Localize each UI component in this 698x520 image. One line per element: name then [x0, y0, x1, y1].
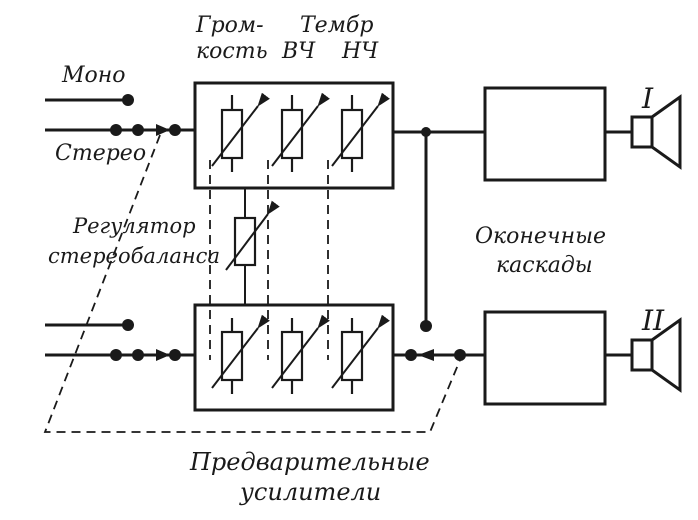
volume-label-line2: кость — [196, 39, 268, 64]
bottom-input-arrow — [156, 349, 170, 361]
preamp-block-top — [193, 81, 395, 190]
output-dots — [405, 127, 466, 361]
preamps-label-line2: усилители — [239, 478, 381, 506]
stereo-label: Стерео — [55, 141, 146, 166]
top-input-arrow — [156, 124, 170, 136]
speaker-bottom — [630, 317, 682, 393]
output-block-bottom — [483, 310, 607, 406]
bottom-input-dots — [110, 319, 181, 361]
speaker-1-label: I — [641, 82, 654, 115]
output-stages-label-line1: Оконечные — [475, 224, 606, 249]
bass-label: НЧ — [341, 39, 379, 64]
mono-label: Моно — [61, 63, 126, 88]
tone-title: Тембр — [300, 13, 373, 38]
top-input-dots — [110, 94, 181, 136]
output-block-top — [483, 86, 607, 182]
balance-label-line1: Регулятор — [72, 214, 196, 238]
resistor-wipers — [211, 92, 390, 389]
preamps-label-line1: Предварительные — [189, 448, 430, 476]
output-connections — [393, 130, 632, 357]
bottom-output-arrow — [418, 349, 434, 361]
speaker-2-label: II — [641, 304, 665, 337]
volume-label-line1: Гром- — [195, 13, 264, 38]
gang-linkage — [43, 134, 461, 433]
balance-label-line2: стереобаланса — [48, 244, 220, 268]
treble-label: ВЧ — [281, 39, 316, 64]
output-stages-label-line2: каскады — [496, 253, 593, 278]
speaker-top — [630, 94, 682, 170]
preamp-block-bottom — [193, 303, 395, 412]
